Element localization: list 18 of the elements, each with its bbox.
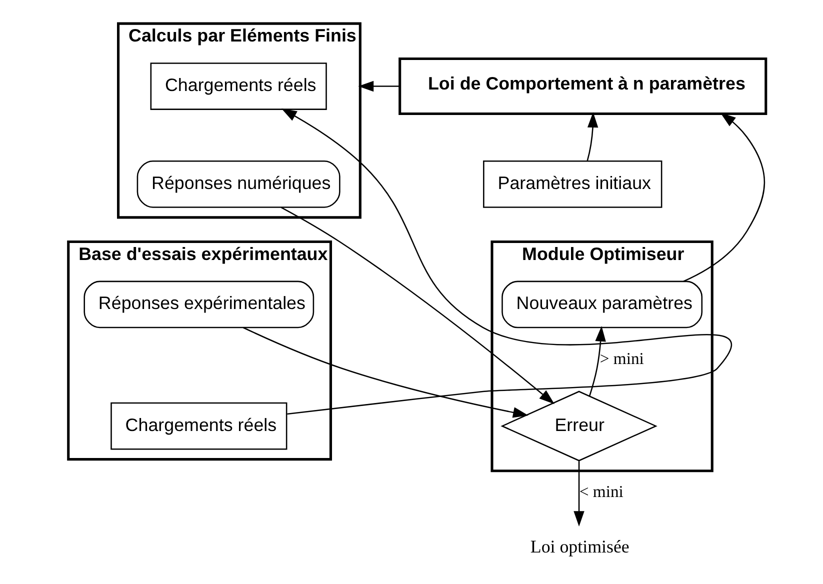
node-box: Chargements réels <box>110 402 287 450</box>
arrow <box>280 206 554 404</box>
node-box: Réponses numériques <box>136 160 340 208</box>
arrow <box>358 80 399 92</box>
arrow <box>682 112 765 282</box>
arrow <box>588 326 606 396</box>
node-text: Loi optimisée <box>530 536 629 556</box>
arrow <box>280 108 730 415</box>
node-box: Réponses expérimentales <box>83 280 314 328</box>
node-box: Paramètres initiaux <box>482 160 662 208</box>
node-box: Loi de Comportement à n paramètres <box>398 57 767 116</box>
arrow <box>242 327 528 418</box>
edge-label: < mini <box>578 482 623 501</box>
node-box: Nouveaux paramètres <box>501 280 702 328</box>
arrow <box>586 112 598 162</box>
node-box: Chargements réels <box>150 62 326 110</box>
arrow <box>573 461 584 526</box>
edge-label: > mini <box>599 348 644 368</box>
